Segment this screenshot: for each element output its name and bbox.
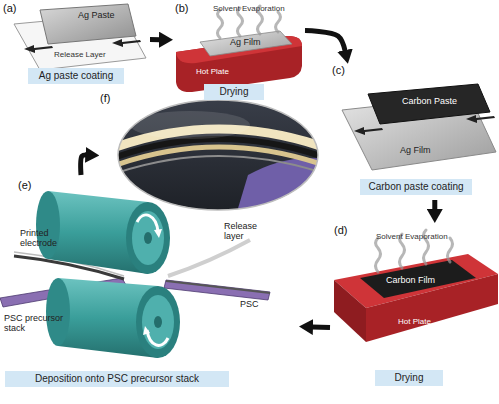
vapor-wisp <box>218 10 223 38</box>
step-caption: Drying <box>395 371 424 385</box>
step-caption-box: Ag paste coating <box>28 68 124 84</box>
coating-direction-arrow <box>354 127 383 135</box>
part-label: Ag Paste <box>78 11 115 21</box>
figure-panel: (a) Ag paste coating <box>0 0 150 88</box>
part-label: Solvent Evaporation <box>376 233 448 242</box>
step-caption-box: Carbon paste coating <box>360 179 472 195</box>
step-caption-box: Deposition onto PSC precursor stack <box>5 371 229 387</box>
panel-letter: (e) <box>18 179 31 191</box>
bottom-roller-face <box>136 286 180 358</box>
roll-press <box>0 191 270 358</box>
part-label: Hot Plate <box>196 68 229 77</box>
part-label: Printed electrode <box>20 229 72 249</box>
ag-film <box>200 31 292 56</box>
top-roller-hub <box>144 232 152 244</box>
coating-direction-arrow <box>112 39 141 47</box>
coating-sheet-c <box>342 84 496 170</box>
part-label: Release layer <box>224 222 266 242</box>
vapor-wisp <box>448 238 453 262</box>
step-caption: Carbon paste coating <box>368 180 463 194</box>
figure-panel: (d) Drying <box>330 222 499 398</box>
rotation-arrow-head <box>154 229 162 238</box>
part-label: Release Layer <box>54 51 106 60</box>
electrode-on-psc <box>166 280 270 294</box>
process-arrow <box>150 37 160 42</box>
ag-paste-layer <box>40 4 136 44</box>
step-caption: Drying <box>220 85 249 99</box>
part-label: Carbon Paste <box>402 97 457 107</box>
part-label: Ag Film <box>230 38 261 48</box>
process-arrow <box>305 31 345 52</box>
psc-strip <box>164 280 270 300</box>
part-label: PSC precursor stack <box>4 314 76 334</box>
part-label: Carbon Film <box>386 276 435 286</box>
process-arrow <box>81 155 87 175</box>
top-roller-face <box>126 202 170 274</box>
device-photo <box>108 95 332 215</box>
coating-sheet-a <box>14 4 146 70</box>
part-label: Ag Film <box>400 146 431 156</box>
coating-direction-arrow <box>466 115 495 123</box>
step-caption: Ag paste coating <box>39 69 114 83</box>
vapor-wisps <box>376 230 453 272</box>
step-caption-box: Drying <box>204 84 264 100</box>
rotation-arrow <box>147 330 168 345</box>
part-label: Solvent Evaporation <box>213 5 285 14</box>
process-arrow <box>432 200 437 210</box>
coating-direction-arrow <box>24 45 53 53</box>
panel-letter: (b) <box>175 2 188 14</box>
figure-panel: (e) Deposition onto PSC precursor stack <box>0 175 300 398</box>
panel-letter: (c) <box>332 64 345 76</box>
hot-plate-d <box>334 230 498 342</box>
bottom-roller-rim <box>142 295 174 349</box>
photo-frame <box>118 100 318 210</box>
bottom-roller-hub <box>154 316 162 328</box>
step-caption-box: Drying <box>375 370 443 386</box>
part-label: PSC <box>240 300 259 310</box>
step-caption: Deposition onto PSC precursor stack <box>35 372 199 386</box>
process-arrow <box>312 325 330 331</box>
part-label: Hot Plate <box>398 318 431 327</box>
figure-panel: (b) Drying <box>172 0 305 102</box>
release-layer-strip <box>168 240 250 276</box>
hot-plate-side <box>334 280 366 342</box>
panel-letter: (d) <box>334 224 347 236</box>
hot-plate-b <box>176 6 302 92</box>
top-roller-end <box>36 191 60 259</box>
carbon-film <box>360 260 476 298</box>
rotation-arrow-head <box>143 326 150 335</box>
panel-letter: (a) <box>3 2 16 14</box>
vapor-wisp <box>376 238 381 272</box>
top-roller-rim <box>132 211 164 265</box>
figure-panel: (f) <box>98 90 324 214</box>
vapor-wisp <box>276 12 281 32</box>
figure-panel: (c) Carbon paste coating <box>330 62 499 200</box>
rotation-arrow <box>137 215 158 232</box>
bottom-roller-end <box>46 278 70 346</box>
panel-letter: (f) <box>100 92 110 104</box>
flexible-film-band <box>108 156 332 176</box>
